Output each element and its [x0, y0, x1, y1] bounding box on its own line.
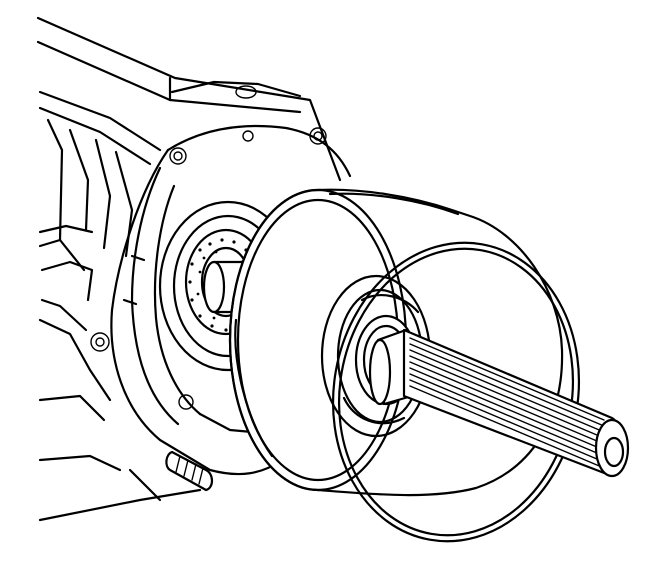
pump-housing-flange	[90, 124, 352, 476]
flange-bolt-hole	[309, 127, 327, 145]
splined-shaft	[368, 328, 630, 478]
flange-bolt-hole	[169, 147, 187, 165]
top-bolt	[235, 85, 257, 99]
dowel-stud	[165, 450, 214, 492]
flange-bolt-hole	[90, 332, 110, 352]
